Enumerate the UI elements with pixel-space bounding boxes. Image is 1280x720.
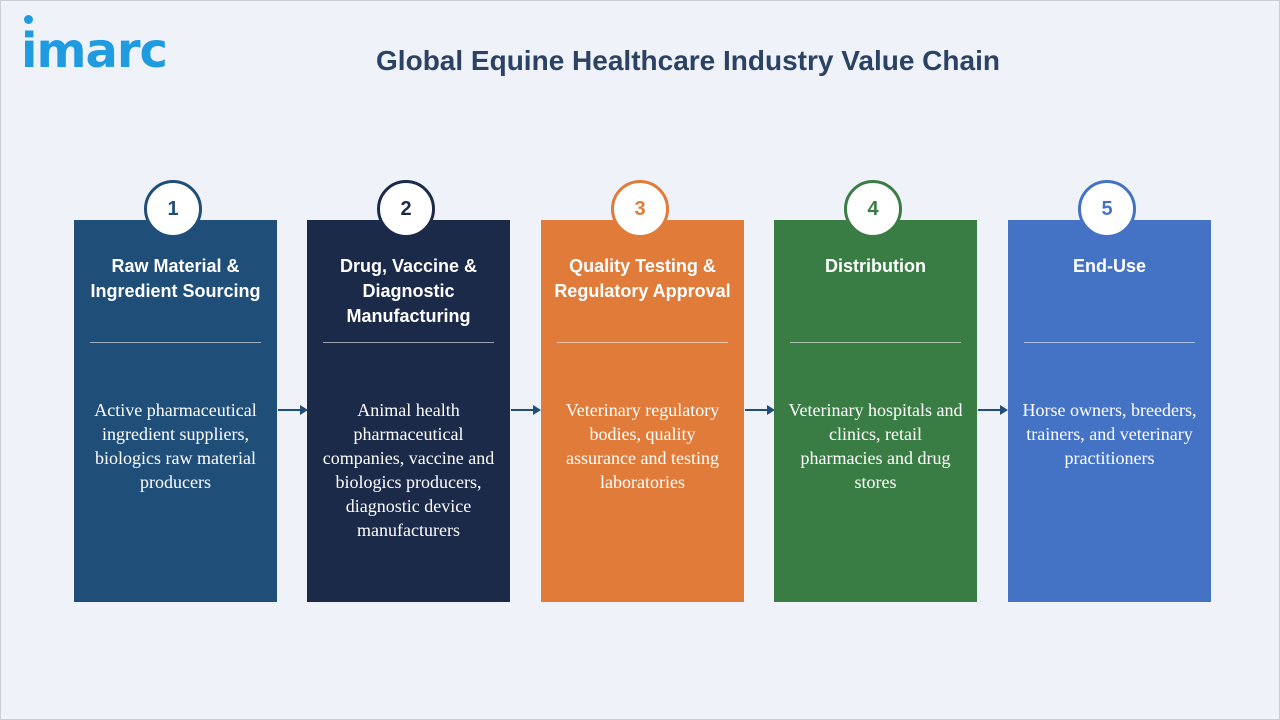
imarc-logo: imarc bbox=[21, 23, 168, 79]
value-chain-step-3: 3 Quality Testing & Regulatory Approval … bbox=[541, 180, 744, 602]
step-divider-3 bbox=[557, 342, 728, 343]
step-number-badge-2: 2 bbox=[377, 180, 435, 238]
step-number-badge-5: 5 bbox=[1078, 180, 1136, 238]
value-chain-step-5: 5 End-Use Horse owners, breeders, traine… bbox=[1008, 180, 1211, 602]
arrow-2-to-3 bbox=[511, 405, 541, 415]
step-heading-5: End-Use bbox=[1072, 256, 1146, 276]
step-description-4: Veterinary hospitals and clinics, retail… bbox=[788, 400, 963, 492]
step-description-2: Animal health pharmaceutical companies, … bbox=[322, 400, 495, 540]
step-heading-3: Quality Testing & Regulatory Approval bbox=[554, 256, 731, 301]
step-heading-1: Raw Material & Ingredient Sourcing bbox=[90, 256, 261, 301]
value-chain-step-4: 4 Distribution Veterinary hospitals and … bbox=[774, 180, 977, 602]
step-heading-2: Drug, Vaccine & Diagnostic Manufacturing bbox=[339, 256, 478, 326]
step-description-1: Active pharmaceutical ingredient supplie… bbox=[94, 400, 257, 492]
step-divider-2 bbox=[323, 342, 494, 343]
step-description-5: Horse owners, breeders, trainers, and ve… bbox=[1022, 400, 1197, 468]
value-chain-step-1: 1 Raw Material & Ingredient Sourcing Act… bbox=[74, 180, 277, 602]
value-chain-step-2: 2 Drug, Vaccine & Diagnostic Manufacturi… bbox=[307, 180, 510, 602]
step-number-badge-1: 1 bbox=[144, 180, 202, 238]
arrow-4-to-5 bbox=[978, 405, 1008, 415]
arrow-3-to-4 bbox=[745, 405, 775, 415]
step-description-3: Veterinary regulatory bodies, quality as… bbox=[565, 400, 720, 492]
step-number-badge-3: 3 bbox=[611, 180, 669, 238]
diagram-title: Global Equine Healthcare Industry Value … bbox=[376, 45, 1000, 76]
logo-dot bbox=[24, 15, 33, 24]
step-divider-4 bbox=[790, 342, 961, 343]
step-divider-1 bbox=[90, 342, 261, 343]
step-divider-5 bbox=[1024, 342, 1195, 343]
step-number-badge-4: 4 bbox=[844, 180, 902, 238]
step-heading-4: Distribution bbox=[825, 256, 926, 276]
arrow-1-to-2 bbox=[278, 405, 308, 415]
